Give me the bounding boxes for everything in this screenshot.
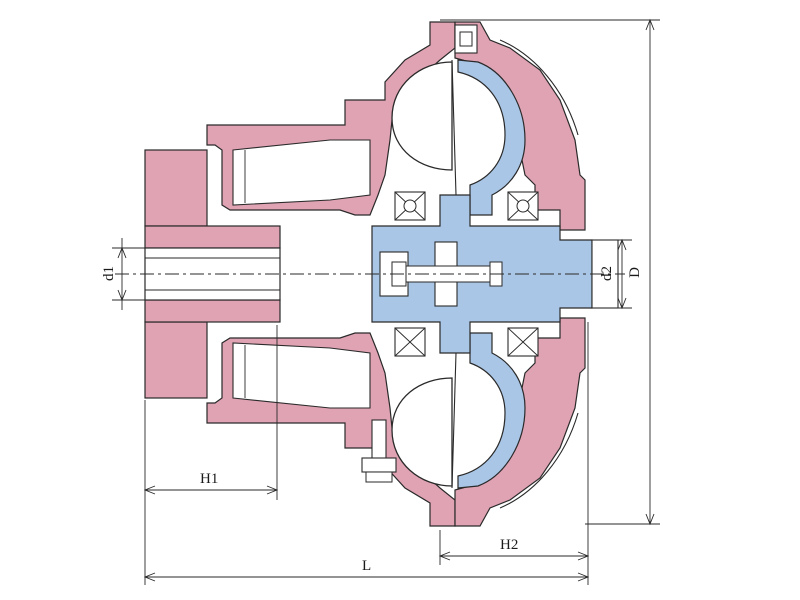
lower-bolt [361, 419, 397, 483]
input-hub [144, 149, 281, 399]
bearing-upper-right [507, 191, 539, 221]
impeller-upper [391, 61, 453, 171]
dimension-D [440, 18, 660, 526]
label-D: D [626, 267, 643, 278]
label-d2: d2 [599, 266, 615, 281]
bearing-upper-left [394, 191, 426, 221]
dimension-d2 [595, 238, 632, 310]
label-H1: H1 [200, 471, 219, 487]
label-H2: H2 [500, 537, 519, 553]
dimension-L [143, 572, 590, 582]
dimension-d1 [112, 238, 150, 310]
impeller-lower [391, 377, 453, 487]
filler-plug [454, 24, 478, 54]
bearing-lower-left [394, 327, 426, 357]
label-L: L [362, 558, 372, 574]
label-d1: d1 [101, 266, 117, 281]
bearing-lower-right [507, 327, 539, 357]
dimension-H2 [438, 322, 590, 585]
turbine-runner [451, 59, 526, 489]
dimension-H1 [143, 325, 279, 585]
